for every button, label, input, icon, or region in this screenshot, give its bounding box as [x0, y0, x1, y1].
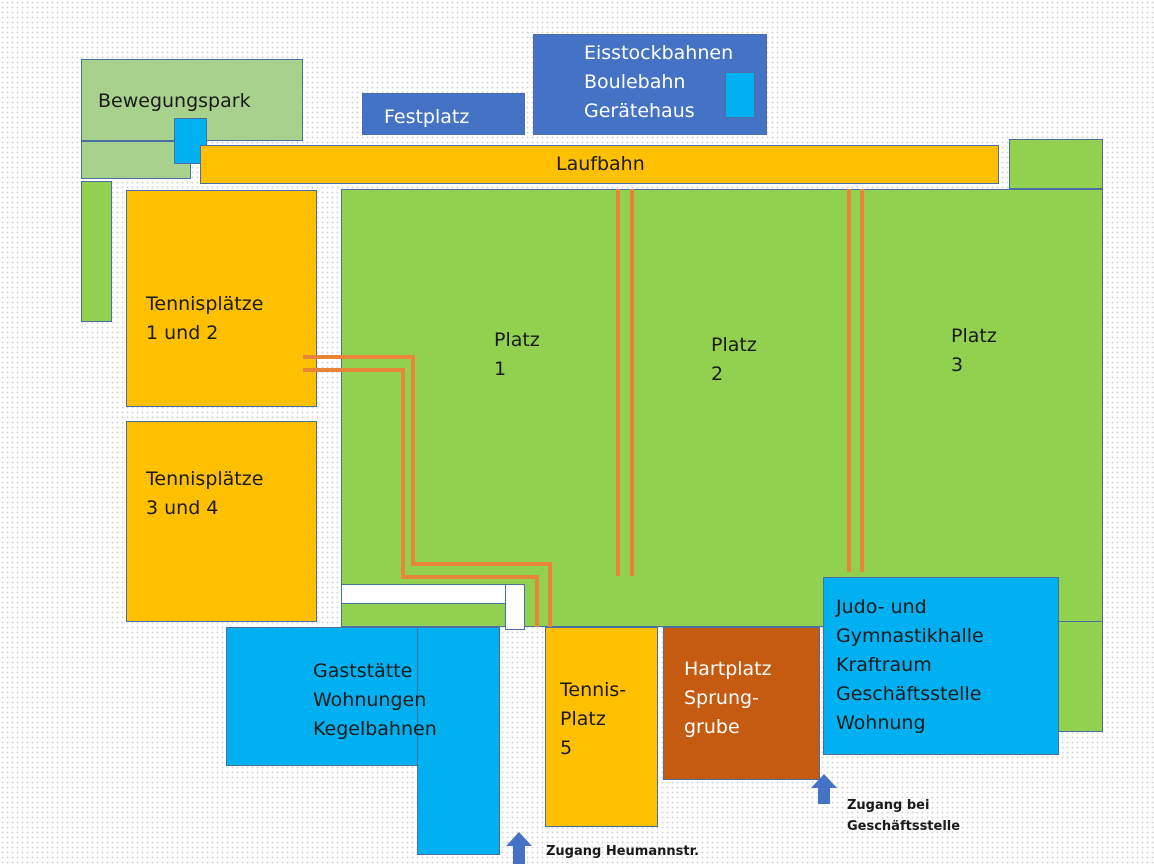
white-passage — [341, 584, 507, 604]
tennis-courts-3-4[interactable] — [126, 421, 317, 622]
entrance-office-arrow-stem — [818, 788, 830, 804]
platz-3-label: Platz 3 — [951, 325, 997, 376]
bewegungspark-side-strip — [81, 181, 112, 322]
gaststaette-wing — [417, 627, 500, 855]
path-descend-left — [535, 575, 539, 627]
platz-1-label: Platz 1 — [494, 329, 540, 380]
bewegungspark-strip — [81, 141, 191, 179]
bewegungspark-label: Bewegungspark — [98, 90, 251, 112]
entrance-heumann-arrow-icon — [506, 832, 532, 846]
path-horizontal-lower — [401, 575, 539, 579]
eisstock-label: Eisstockbahnen Boulebahn Gerätehaus — [584, 42, 734, 122]
tennis-courts-1-2[interactable] — [126, 190, 317, 407]
path-divider-2-3b — [860, 189, 864, 572]
entrance-heumann-label: Zugang Heumannstr. — [546, 844, 700, 859]
entrance-office-label: Zugang bei Geschäftsstelle — [847, 798, 961, 834]
hartplatz-area[interactable] — [663, 627, 820, 780]
path-vertical-outer — [411, 355, 415, 566]
laufbahn-area[interactable] — [200, 145, 999, 184]
path-vertical-inner — [401, 368, 405, 579]
platz-2-label: Platz 2 — [711, 334, 757, 385]
tennis-courts-1-2-label: Tennisplätze 1 und 2 — [146, 293, 264, 344]
path-horizontal-upper — [411, 562, 552, 566]
festplatz-label: Festplatz — [384, 106, 470, 128]
green-corner-right — [1009, 139, 1103, 189]
tennis-court-5-label: Tennis- Platz 5 — [560, 679, 627, 759]
sports-field[interactable] — [341, 189, 1103, 627]
geraetehaus-building — [725, 72, 755, 118]
judo-hall-building[interactable] — [823, 577, 1059, 755]
laufbahn-label: Laufbahn — [556, 153, 645, 175]
path-divider-1-2a — [616, 189, 620, 576]
hartplatz-label: Hartplatz Sprung- grube — [684, 658, 772, 738]
path-tennis-upper — [303, 355, 415, 359]
path-divider-1-2b — [630, 189, 634, 576]
entrance-heumann-arrow-stem — [513, 846, 525, 864]
path-descend-right — [548, 562, 552, 627]
festplatz-area[interactable] — [362, 93, 525, 135]
entrance-office-arrow-icon — [811, 774, 837, 788]
tennis-court-5[interactable] — [545, 627, 658, 827]
path-tennis-lower — [303, 368, 401, 372]
gaststaette-label: Gaststätte Wohnungen Kegelbahnen — [313, 660, 437, 740]
judo-hall-label: Judo- und Gymnastikhalle Kraftraum Gesch… — [836, 596, 984, 734]
path-divider-2-3a — [847, 189, 851, 572]
tennis-courts-3-4-label: Tennisplätze 3 und 4 — [146, 468, 264, 519]
white-gate — [505, 584, 525, 630]
